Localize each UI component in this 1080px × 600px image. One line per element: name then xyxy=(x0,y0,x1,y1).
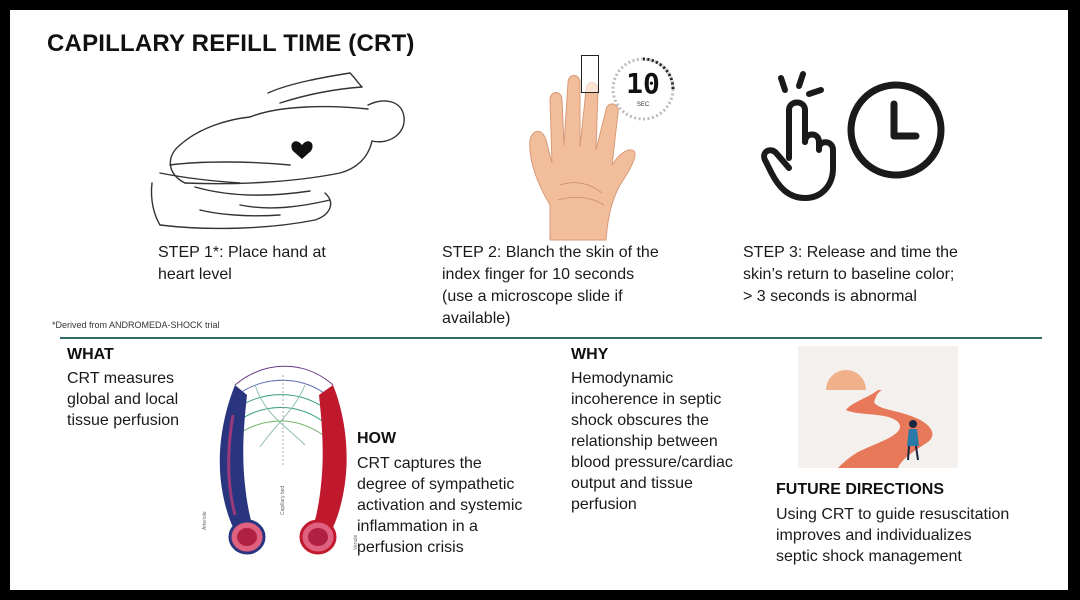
step-3-text: STEP 3: Release and time the skin’s retu… xyxy=(743,244,958,305)
future-heading: FUTURE DIRECTIONS xyxy=(776,481,944,498)
why-heading: WHY xyxy=(571,346,609,363)
patient-illustration xyxy=(150,72,405,230)
capillary-bed-label: Capillary bed xyxy=(280,485,286,515)
why-text: Hemodynamic incoherence in septic shock … xyxy=(571,370,733,513)
timer-icon xyxy=(611,57,675,121)
what-heading: WHAT xyxy=(67,346,114,363)
timer-value: 10 xyxy=(626,67,660,100)
how-text: CRT captures the degree of sympathetic a… xyxy=(357,455,523,556)
page-title: CAPILLARY REFILL TIME (CRT) xyxy=(47,30,415,57)
capillary-illustration xyxy=(219,365,347,555)
future-text: Using CRT to guide resuscitation improve… xyxy=(776,506,1010,565)
step-2-text: STEP 2: Blanch the skin of the index fin… xyxy=(442,244,659,327)
microscope-slide xyxy=(581,55,599,93)
what-text: CRT measures global and local tissue per… xyxy=(67,370,180,429)
infographic-panel: CAPILLARY REFILL TIME (CRT) xyxy=(10,10,1068,590)
path-illustration xyxy=(798,346,958,468)
tap-icon xyxy=(761,71,836,201)
clock-icon xyxy=(847,81,945,179)
step-1-text: STEP 1*: Place hand at heart level xyxy=(158,244,326,283)
arteriole-label: Arteriole xyxy=(202,511,208,530)
how-heading: HOW xyxy=(357,430,397,447)
section-divider xyxy=(60,337,1042,339)
footnote: *Derived from ANDROMEDA-SHOCK trial xyxy=(52,320,220,330)
timer-unit: SEC xyxy=(636,102,650,108)
